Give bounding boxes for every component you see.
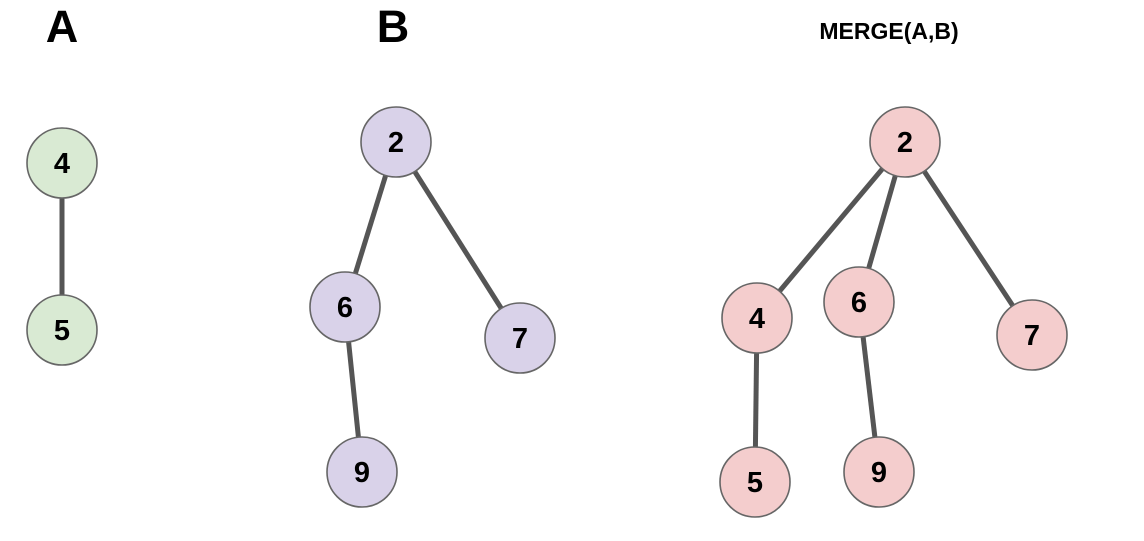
node-label: 4 xyxy=(54,148,70,180)
node-circle[interactable] xyxy=(823,266,895,338)
node-label: 7 xyxy=(512,323,528,355)
node-label: 9 xyxy=(354,457,370,489)
edge-2-7 xyxy=(411,168,505,312)
node-label: 6 xyxy=(337,292,353,324)
panels-group: 4 5 A 2 6 7 9 B 2 4 6 7 5 9 MERGE(A,B) xyxy=(26,1,1068,518)
panel-b-edges xyxy=(345,168,505,440)
node-b-2[interactable]: 2 xyxy=(360,106,432,178)
node-circle[interactable] xyxy=(26,127,98,199)
node-m-4[interactable]: 4 xyxy=(721,282,793,354)
panel-merge-edges xyxy=(752,165,1016,450)
node-m-5[interactable]: 5 xyxy=(719,446,791,518)
edge-4-5 xyxy=(752,350,760,450)
node-b-7[interactable]: 7 xyxy=(484,302,556,374)
node-b-6[interactable]: 6 xyxy=(309,271,381,343)
node-circle[interactable] xyxy=(719,446,791,518)
node-label: 7 xyxy=(1024,320,1040,352)
edge-2-6 xyxy=(352,172,389,277)
edge-6-9 xyxy=(345,339,362,440)
panel-a-title: A xyxy=(46,1,79,52)
node-label: 5 xyxy=(747,467,763,499)
node-circle[interactable] xyxy=(843,436,915,508)
edge-2-6 xyxy=(865,173,899,271)
node-circle[interactable] xyxy=(484,302,556,374)
panel-b: 2 6 7 9 B xyxy=(309,1,556,508)
node-label: 5 xyxy=(54,315,70,347)
node-m-7[interactable]: 7 xyxy=(996,299,1068,371)
node-circle[interactable] xyxy=(309,271,381,343)
edge-6-9 xyxy=(860,334,878,440)
panel-merge-title: MERGE(A,B) xyxy=(819,18,958,44)
node-label: 2 xyxy=(897,127,913,159)
node-label: 9 xyxy=(871,457,887,489)
edge-2-4 xyxy=(776,165,886,295)
node-circle[interactable] xyxy=(326,436,398,508)
node-label: 2 xyxy=(388,127,404,159)
node-label: 4 xyxy=(749,303,765,335)
node-circle[interactable] xyxy=(869,106,941,178)
node-m-9[interactable]: 9 xyxy=(843,436,915,508)
node-label: 6 xyxy=(851,287,867,319)
node-circle[interactable] xyxy=(996,299,1068,371)
node-a-4[interactable]: 4 xyxy=(26,127,98,199)
edge-2-7 xyxy=(921,168,1016,309)
panel-merge: 2 4 6 7 5 9 MERGE(A,B) xyxy=(719,18,1068,518)
node-a-5[interactable]: 5 xyxy=(26,294,98,366)
node-circle[interactable] xyxy=(26,294,98,366)
node-m-6[interactable]: 6 xyxy=(823,266,895,338)
node-circle[interactable] xyxy=(360,106,432,178)
panel-a: 4 5 A xyxy=(26,1,98,366)
panel-b-title: B xyxy=(377,1,410,52)
node-b-9[interactable]: 9 xyxy=(326,436,398,508)
node-m-2[interactable]: 2 xyxy=(869,106,941,178)
node-circle[interactable] xyxy=(721,282,793,354)
